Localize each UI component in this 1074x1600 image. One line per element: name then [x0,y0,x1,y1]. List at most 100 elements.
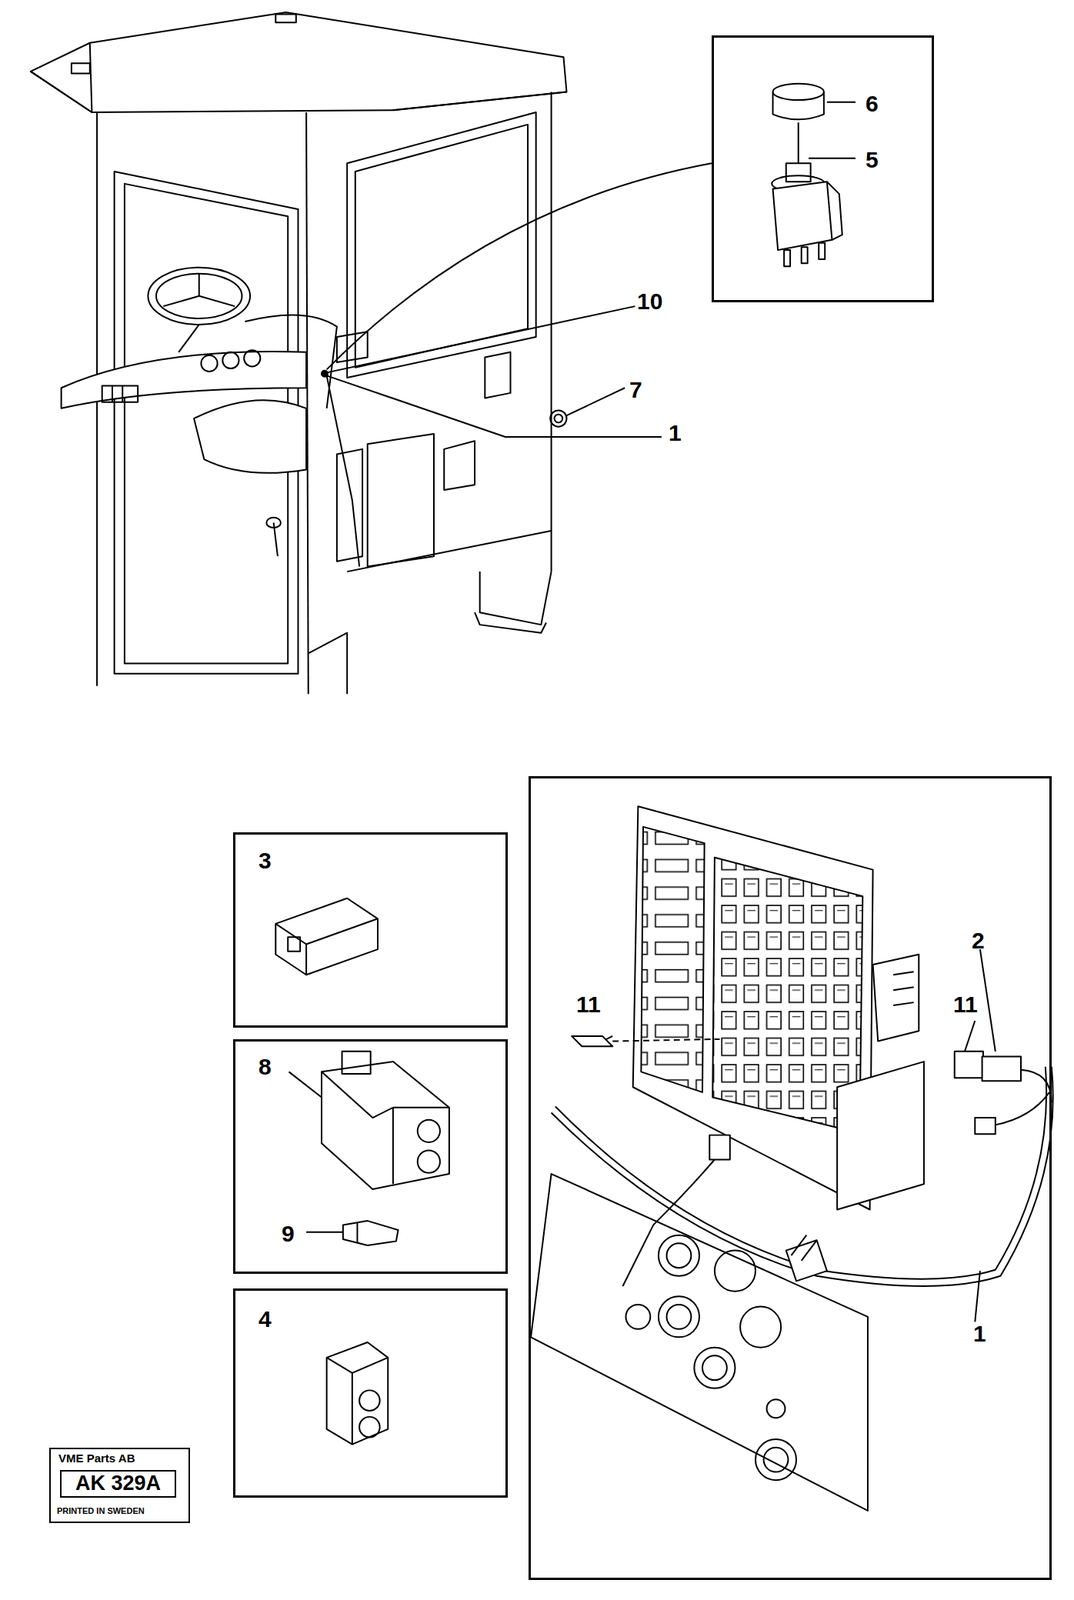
leader-line [326,375,360,567]
fuse-board-drawing [714,1250,756,1292]
leader-line [306,1231,344,1234]
switch-drawing [801,246,808,264]
fuse-board-drawing [893,971,914,975]
fuse-board-drawing [640,827,704,1093]
fuse-board-drawing [622,1154,720,1288]
connector-drawing [275,918,378,944]
cab-drawing [336,449,363,562]
callout-number: 7 [627,376,644,403]
callout-number: 2 [971,927,985,954]
illustration [30,12,1054,1511]
connector-drawing [417,1150,441,1174]
cab-drawing [90,43,93,113]
fuse-board-drawing [893,1002,914,1006]
callout-number: 9 [281,1220,295,1247]
callout-number: 11 [576,991,601,1018]
cab-drawing [178,324,200,353]
fuse-board-drawing [693,1347,735,1389]
callout-number: 4 [258,1306,272,1332]
connector-drawing [275,898,450,1445]
fuse-board-drawing [767,1399,786,1418]
callout-number: 1 [973,1320,987,1347]
connector-drawing [305,943,307,975]
stamp-text: PRINTED IN SWEDEN [56,1506,145,1516]
connector-drawing [417,1120,441,1143]
switch-drawing [783,250,791,267]
switch-drawing [827,181,843,241]
connector-drawing [359,1417,381,1438]
leader-line [974,1270,981,1322]
cab-drawing [200,355,217,372]
switch-drawing [773,83,824,101]
fuse-board-drawing [702,1355,728,1381]
cab-drawing [480,571,552,625]
fuse-board-drawing [667,1243,692,1268]
fuse-board-drawing [786,1240,828,1281]
cab-drawing [243,350,261,367]
connector-drawing [287,937,301,952]
cab-drawing [308,633,347,695]
leader-line [289,102,996,1323]
cab-drawing [199,296,235,307]
switch-drawing [773,181,833,251]
cab-drawing [393,91,568,111]
connector-drawing [321,1061,450,1190]
fuse-board-drawing [658,1235,700,1277]
connector-drawing [275,898,378,976]
fuse-board-drawing [709,1135,731,1161]
callout-number: 11 [953,991,978,1018]
stamp-text: VME Parts AB [58,1452,135,1466]
cab-drawing [266,517,281,528]
fuse-board-drawing [667,1304,692,1330]
cab-drawing [346,530,551,572]
cab-drawing [346,112,536,378]
cab-drawing [550,410,567,427]
cab-drawing [474,612,547,634]
cab-drawing [550,91,553,572]
fuse-board-drawing [954,1051,984,1079]
fuse-board-drawing [740,1307,781,1348]
fuse-board-drawing [658,1296,700,1338]
connector-drawing [343,1220,399,1246]
fuse-board-drawing [530,806,1054,1511]
fuse-board-drawing [982,1056,1021,1081]
connector-drawing [342,1051,371,1074]
connector-drawing [326,1342,389,1445]
inset-box: 3 [233,832,508,1028]
cab-drawing [30,71,93,113]
stamp-text: AK 329A [60,1470,177,1498]
callout-number: 10 [635,288,664,314]
fuse-board-drawing [612,1039,720,1042]
leader-line [566,387,625,416]
fuse-board-drawing [763,1447,789,1473]
switch-drawing [797,122,800,164]
inset-box: 4 [233,1288,508,1498]
cab-drawing [147,267,251,325]
cab-drawing [111,386,114,403]
leader-line [289,1071,322,1098]
switch-drawing [786,163,811,182]
cab-drawing [71,63,91,74]
cab-drawing [121,386,124,403]
connector-drawing [359,1390,381,1411]
leader-line [808,157,856,160]
cab-drawing [443,440,475,491]
cab-drawing [156,273,242,319]
cab-drawing [484,352,511,399]
callout-number: 3 [258,847,272,874]
cab-drawing [198,273,201,297]
callout-number: 5 [865,146,879,173]
inset-box: 65 [711,35,934,303]
switch-drawing [771,83,843,267]
leader-line [964,1020,975,1052]
cab-drawing [244,314,337,408]
leader-line [326,306,636,373]
inset-box: 211111 [528,776,1052,1581]
leader-line [326,163,712,370]
fuse-board-drawing [837,1061,924,1210]
fuse-board-drawing [790,1235,817,1261]
cab-drawing [30,12,568,694]
inset-box: 89 [233,1039,508,1275]
leader-line [827,101,856,104]
leader-line [980,949,996,1052]
